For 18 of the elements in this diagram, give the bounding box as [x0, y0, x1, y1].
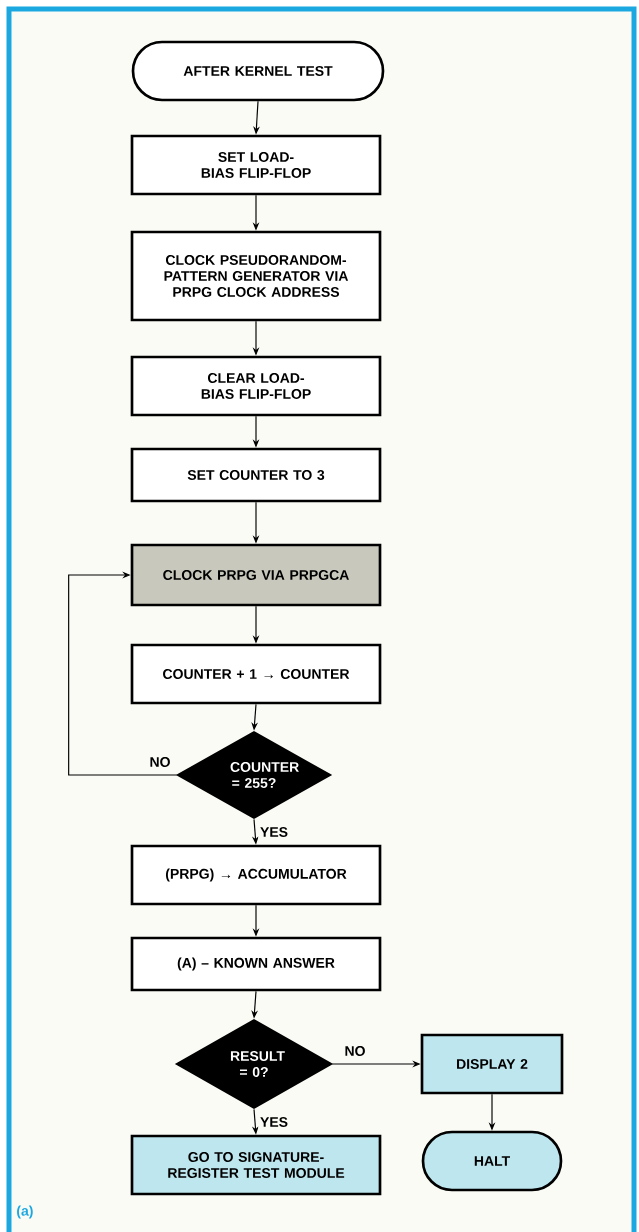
process-box: GO TO SIGNATURE-REGISTER TEST MODULE [130, 1134, 382, 1196]
process-box: DISPLAY 2 [420, 1033, 564, 1095]
terminator: AFTER KERNEL TEST [131, 40, 385, 102]
process-box: COUNTER + 1 → COUNTER [130, 643, 382, 705]
process-box: CLEAR LOAD-BIAS FLIP-FLOP [130, 355, 382, 417]
edge-label: YES [258, 1115, 290, 1129]
edge-label: NO [342, 1044, 368, 1058]
edge-label: NO [147, 755, 173, 769]
arrow [68, 571, 178, 776]
terminator: HALT [421, 1130, 563, 1192]
process-box: SET COUNTER TO 3 [130, 447, 382, 503]
panel-label: (a) [17, 1205, 33, 1219]
process-box: CLOCK PRPG VIA PRPGCA [130, 543, 382, 607]
process-box: CLOCK PSEUDORANDOM-PATTERN GENERATOR VIA PRPG CLOCK ADDRESS [130, 230, 382, 322]
process-box: (PRPG) → ACCUMULATOR [130, 844, 382, 906]
process-box: SET LOAD-BIAS FLIP-FLOP [130, 134, 382, 196]
edge-label: YES [258, 825, 290, 839]
process-box: (A) – KNOWN ANSWER [130, 936, 382, 992]
